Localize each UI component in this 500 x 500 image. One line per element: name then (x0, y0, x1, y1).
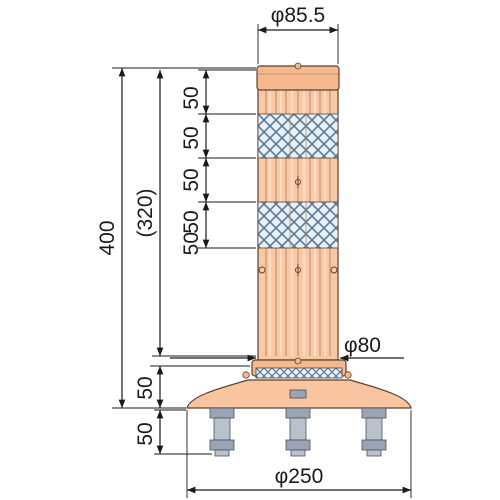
post-height-label: (320) (134, 188, 157, 237)
anchor-bolts (209, 407, 387, 457)
dim-base-diameter: φ250 (186, 410, 412, 498)
base-diameter-label: φ250 (275, 465, 324, 488)
base-height-label: 50 (134, 376, 157, 399)
segment-label-4: 50 (180, 210, 203, 233)
anchor-bolt-left (209, 407, 235, 457)
segment-label-2: 50 (180, 126, 203, 149)
dim-base-height: 50 (134, 365, 250, 408)
side-fasteners (258, 176, 338, 276)
dim-total-height: 400 (96, 67, 256, 409)
reflector-band-upper (257, 113, 339, 159)
dim-anchor-length: 50 (134, 409, 212, 455)
segment-label-1: 50 (180, 86, 203, 109)
dim-post-height: (320) (134, 70, 256, 357)
post-body (256, 62, 340, 361)
reflector-band-lower (257, 201, 339, 249)
dim-segments: 50 50 50 50 50 (180, 69, 256, 255)
post-cap (256, 65, 340, 91)
anchor-length-label: 50 (134, 422, 157, 445)
total-height-label: 400 (96, 220, 119, 255)
segment-label-5: 50 (180, 232, 203, 255)
top-diameter-label: φ85.5 (271, 4, 326, 27)
base-collar (242, 357, 352, 379)
dim-top-diameter: φ85.5 (257, 4, 339, 64)
anchor-bolt-right (361, 407, 387, 457)
base-center-bolt (289, 389, 307, 399)
post-diameter-label: φ80 (344, 334, 381, 357)
segment-label-3: 50 (180, 168, 203, 191)
cap-bolt-icon (294, 62, 302, 70)
dim-post-diameter: φ80 (170, 334, 404, 362)
anchor-bolt-center (285, 407, 311, 457)
